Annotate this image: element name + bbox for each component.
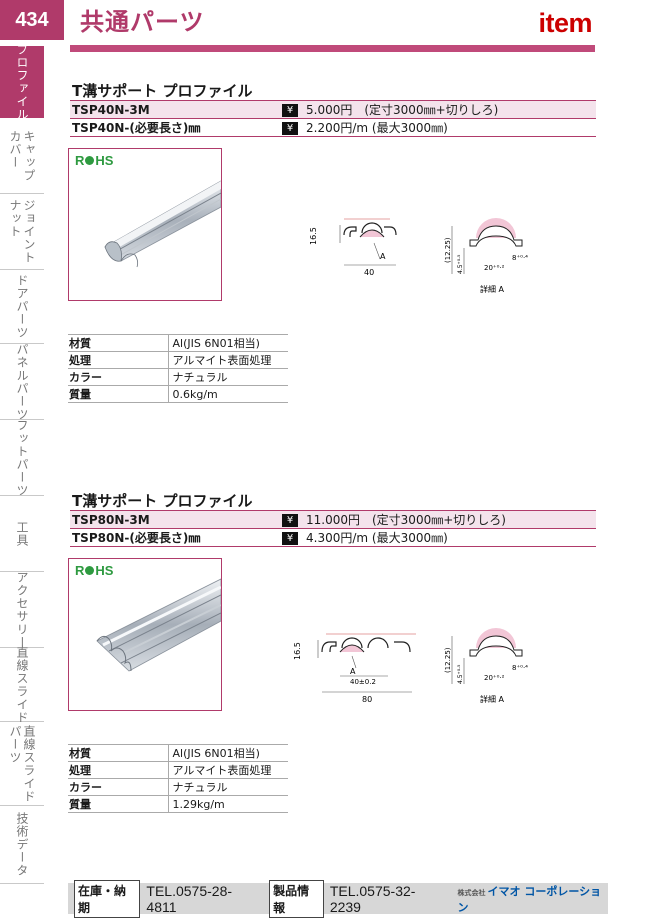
price-table: TSP40N-3M ¥ 5.000円 (定寸3000㎜+切りしろ) TSP40N… — [70, 100, 596, 137]
price-row: TSP80N-(必要長さ)㎜ ¥ 4.300円/m (最大3000㎜) — [70, 528, 596, 547]
price-value: 11.000円 (定寸3000㎜+切りしろ) — [300, 510, 596, 529]
dim-4-5: 4.5⁺⁰·⁵ — [457, 664, 464, 684]
product-section-tsp40: T溝サポート プロファイル TSP40N-3M ¥ 5.000円 (定寸3000… — [70, 80, 596, 137]
dim-width: 40 — [364, 268, 374, 277]
spec-row: 処理アルマイト表面処理 — [68, 351, 288, 369]
spec-row: カラーナチュラル — [68, 778, 288, 796]
info-tel[interactable]: TEL.0575-32-2239 — [329, 882, 416, 915]
chapter-title: 共通パーツ — [80, 8, 205, 36]
product-code: TSP80N-(必要長さ)㎜ — [70, 528, 280, 547]
price-value: 2.200円/m (最大3000㎜) — [300, 118, 596, 137]
cross-section-drawing-tsp40: 16.5 40 A — [309, 218, 397, 277]
profile-photo-icon — [104, 180, 222, 268]
dim-4-5: 4.5⁺⁰·⁵ — [457, 254, 464, 274]
product-title: T溝サポート プロファイル — [72, 82, 253, 100]
side-tab-tools[interactable]: 工具 — [0, 496, 44, 572]
dim-20: 20⁺⁰·² — [484, 264, 505, 272]
price-row: TSP40N-(必要長さ)㎜ ¥ 2.200円/m (最大3000㎜) — [70, 118, 596, 137]
page-number: 434 — [0, 0, 64, 40]
detail-ref: A — [380, 252, 386, 261]
product-code: TSP40N-(必要長さ)㎜ — [70, 118, 280, 137]
product-section-tsp80: T溝サポート プロファイル TSP80N-3M ¥ 11.000円 (定寸300… — [70, 490, 596, 547]
stock-label: 在庫・納期 — [74, 879, 141, 918]
price-row: TSP80N-3M ¥ 11.000円 (定寸3000㎜+切りしろ) — [70, 510, 596, 529]
price-row: TSP40N-3M ¥ 5.000円 (定寸3000㎜+切りしろ) — [70, 100, 596, 119]
side-tab-linear-slide[interactable]: 直線スライド — [0, 646, 44, 724]
side-tab-accessories[interactable]: アクセサリー — [0, 571, 44, 649]
dim-center: 40±0.2 — [350, 678, 376, 686]
dim-8: 8⁺⁰·⁴ — [512, 254, 528, 262]
detail-label: 詳細 A — [480, 284, 505, 294]
yen-icon: ¥ — [282, 104, 298, 117]
yen-icon: ¥ — [282, 122, 298, 135]
price-table: TSP80N-3M ¥ 11.000円 (定寸3000㎜+切りしろ) TSP80… — [70, 510, 596, 547]
yen-icon: ¥ — [282, 532, 298, 545]
detail-label: 詳細 A — [480, 694, 505, 704]
product-title: T溝サポート プロファイル — [72, 492, 253, 510]
info-label: 製品情報 — [269, 879, 324, 918]
side-tab-profile[interactable]: プロファイル — [0, 43, 44, 121]
stock-tel[interactable]: TEL.0575-28-4811 — [146, 882, 233, 915]
side-tab-panel-parts[interactable]: パネルパーツ — [0, 343, 44, 421]
dim-height: 16.5 — [309, 227, 318, 245]
side-tab-cap-cover[interactable]: キャップ カバー — [0, 118, 44, 194]
dim-height: 16.5 — [293, 642, 302, 660]
price-value: 5.000円 (定寸3000㎜+切りしろ) — [300, 100, 596, 119]
product-code: TSP40N-3M — [70, 100, 280, 119]
detail-a-drawing-tsp40: (12.25) 4.5⁺⁰·⁵ 20⁺⁰·² 8⁺⁰·⁴ 詳細 A — [444, 218, 528, 294]
side-tab-door-parts[interactable]: ドアパーツ — [0, 270, 44, 344]
footer-contact-bar: 在庫・納期 TEL.0575-28-4811 製品情報 TEL.0575-32-… — [68, 879, 608, 918]
side-tab-joint-nut[interactable]: ジョイント ナット — [0, 194, 44, 270]
dim-12-25: (12.25) — [444, 647, 452, 673]
dim-12-25: (12.25) — [444, 237, 452, 263]
side-tab-foot-parts[interactable]: フットパーツ — [0, 419, 44, 497]
dim-8: 8⁺⁰·⁴ — [512, 664, 528, 672]
spec-row: カラーナチュラル — [68, 368, 288, 386]
side-tab-linear-slide-parts[interactable]: 直線スライド パーツ — [0, 722, 44, 806]
spec-row: 処理アルマイト表面処理 — [68, 761, 288, 779]
side-tab-technical-data[interactable]: 技術データ — [0, 806, 44, 884]
header-rule — [70, 45, 595, 52]
profile-photo-icon — [96, 578, 222, 672]
cross-section-drawing-tsp80: 16.5 40±0.2 80 A — [293, 633, 416, 704]
dim-20: 20⁺⁰·² — [484, 674, 505, 682]
detail-a-drawing-tsp80: (12.25) 4.5⁺⁰·⁵ 20⁺⁰·² 8⁺⁰·⁴ 詳細 A — [444, 628, 528, 704]
dim-width: 80 — [362, 695, 372, 704]
yen-icon: ¥ — [282, 514, 298, 527]
company-logo: 株式会社イマオ コーポレーション — [457, 884, 602, 914]
price-value: 4.300円/m (最大3000㎜) — [300, 528, 596, 547]
product-code: TSP80N-3M — [70, 510, 280, 529]
detail-ref: A — [350, 667, 356, 676]
brand-logo: item — [538, 8, 592, 38]
